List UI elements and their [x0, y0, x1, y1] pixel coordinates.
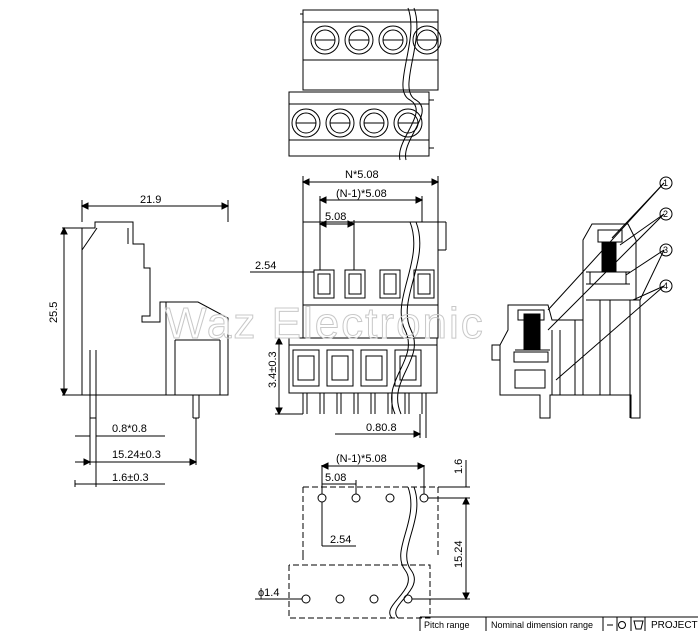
side-view	[60, 200, 230, 487]
nominal-dimension-range-label: Nominal dimension range	[491, 620, 593, 630]
front-pin-offset-label: 2.54	[255, 260, 276, 272]
callout-4: 4	[663, 281, 668, 291]
pcb-offset-label: 2.54	[330, 534, 351, 546]
callout-3: 3	[663, 245, 668, 255]
callout-1: 1	[663, 178, 668, 188]
screw-holes-lower	[291, 108, 423, 138]
pitch-n-minus-1-label: (N-1)*5.08	[336, 188, 387, 200]
callout-2: 2	[663, 209, 668, 219]
pin-section-label: 0.8*0.8	[112, 423, 147, 435]
pcb-row-span-label: 15.24	[453, 540, 465, 568]
callout-3-circle	[659, 243, 673, 257]
title-block	[419, 616, 698, 631]
front-view	[250, 176, 447, 438]
height-tol-label: 3.4±0.3	[267, 351, 279, 388]
pitch-single-label: 5.08	[325, 211, 346, 223]
pitch-range-label: Pitch range	[424, 620, 470, 630]
callout-4-circle	[659, 279, 673, 293]
side-width-label: 21.9	[140, 194, 161, 206]
callout-1-circle	[659, 176, 673, 190]
project-label: PROJECT	[651, 620, 698, 631]
side-height-label: 25.5	[48, 302, 60, 323]
pcb-pitch-label: (N-1)*5.08	[336, 453, 387, 465]
pcb-edge-label: 1.6	[453, 459, 465, 474]
pin-offset-label: 1.6±0.3	[112, 472, 149, 484]
pcb-pitch-single-label: 5.08	[325, 472, 346, 484]
pcb-layout	[255, 460, 470, 619]
section-view	[491, 176, 673, 419]
screw-holes-upper	[310, 25, 442, 55]
callout-2-circle	[659, 207, 673, 221]
hole-diameter-label: ϕ1.4	[258, 587, 279, 599]
pin-span-label: 15.24±0.3	[112, 449, 161, 461]
pitch-total-label: N*5.08	[345, 169, 379, 181]
watermark: Waz Electronic	[165, 299, 485, 348]
top-view-upper	[300, 9, 442, 91]
pin-size-label: 0.80.8	[366, 422, 397, 434]
